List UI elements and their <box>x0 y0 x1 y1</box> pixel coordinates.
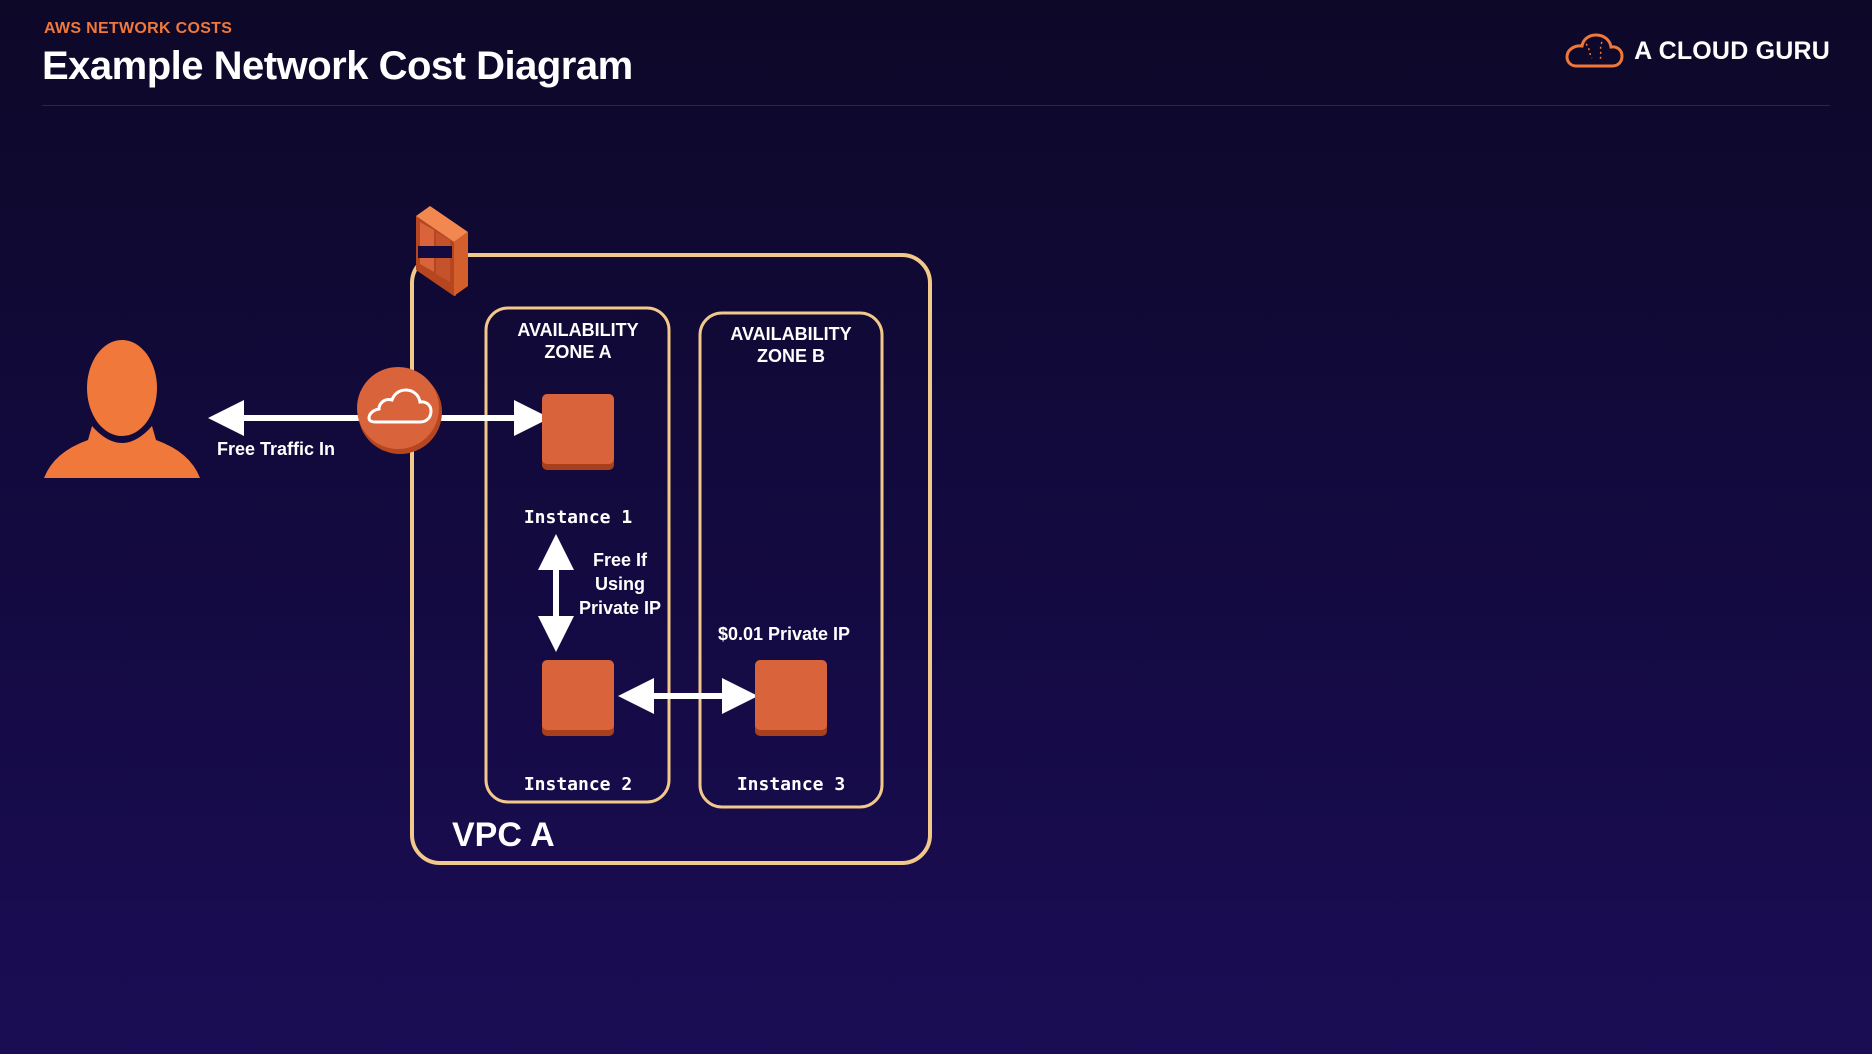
free-if-label-line3: Private IP <box>579 598 661 618</box>
instance-3-label: Instance 3 <box>737 774 845 795</box>
availability-zone-b <box>698 311 884 809</box>
zone-b-title-line2: ZONE B <box>757 346 825 366</box>
instance-3 <box>755 660 827 736</box>
brand-logo: A CLOUD GURU <box>1564 32 1830 70</box>
zone-a-title-line2: ZONE A <box>544 342 611 362</box>
instance-2 <box>542 660 614 736</box>
header-divider <box>42 105 1830 106</box>
page-title: Example Network Cost Diagram <box>42 44 633 88</box>
zone-b-title-line1: AVAILABILITY <box>730 324 851 344</box>
cloud-logo-icon <box>1565 33 1624 68</box>
section-eyebrow: AWS NETWORK COSTS <box>44 20 233 37</box>
availability-zone-a <box>484 306 671 804</box>
free-if-label-line1: Free If <box>593 550 648 570</box>
vpc-box <box>410 253 932 865</box>
user-icon <box>44 340 200 478</box>
free-traffic-in-label: Free Traffic In <box>217 439 335 459</box>
vpc-icon <box>416 206 468 296</box>
internet-gateway-icon <box>357 367 442 454</box>
zone-a-title-line1: AVAILABILITY <box>517 320 638 340</box>
instance-1 <box>542 394 614 470</box>
instance-2-label: Instance 2 <box>524 774 632 795</box>
free-if-label-line2: Using <box>595 574 645 594</box>
vpc-label: VPC A <box>452 816 555 854</box>
logo-text: A CLOUD GURU <box>1634 36 1830 65</box>
instance-1-label: Instance 1 <box>524 507 632 528</box>
cross-az-cost-label: $0.01 Private IP <box>718 624 850 644</box>
